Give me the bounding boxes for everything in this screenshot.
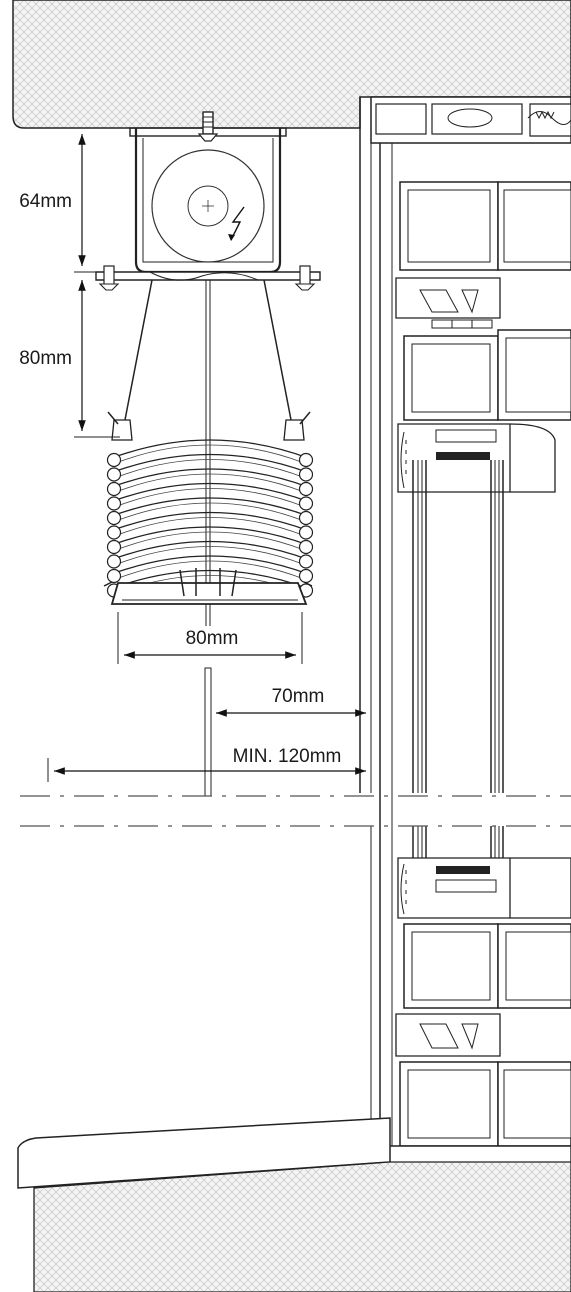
- slat: [111, 511, 309, 532]
- slat-cord-loop: [298, 510, 314, 526]
- slat-cord-loop: [106, 481, 122, 497]
- slat: [111, 569, 309, 590]
- slat: [111, 453, 309, 474]
- stacked-slats: [106, 439, 314, 598]
- slat-cord-loop: [298, 452, 314, 468]
- slat-cord-loop: [298, 467, 314, 482]
- floor-wall-below: [33, 1161, 571, 1292]
- minimum-depth-label: MIN. 120mm: [233, 746, 342, 767]
- motor-bolt-icon: [228, 206, 245, 241]
- center-cord: [204, 280, 212, 797]
- slat-cord-loop: [106, 452, 122, 468]
- blind-width-label: 80mm: [186, 628, 239, 649]
- window-frame-top: [370, 96, 571, 1162]
- slat-inner: [115, 488, 305, 507]
- slat: [111, 555, 309, 575]
- window-sill: [17, 1117, 391, 1189]
- wall-reveal: [359, 97, 372, 1162]
- distance-to-frame-label: 70mm: [272, 686, 325, 707]
- right-bottom-screw: [294, 265, 316, 291]
- cassette-height-label: 64mm: [19, 191, 72, 212]
- slat-cord-loop: [106, 510, 122, 526]
- bottom-rail: [103, 568, 313, 605]
- slat-inner: [115, 546, 305, 565]
- top-screw: [197, 111, 219, 142]
- cassette-headbox: [95, 111, 321, 291]
- dimension-cassette-height: 64mm: [19, 127, 132, 273]
- slat-inner: [115, 459, 305, 478]
- slat-inner: [115, 502, 305, 522]
- slat: [111, 482, 309, 503]
- slat: [111, 497, 309, 517]
- dimension-blind-width: 80mm: [117, 612, 303, 664]
- slat-cord-loop: [298, 568, 314, 584]
- roller-tube: [151, 149, 265, 263]
- glass-pane: [412, 460, 504, 866]
- slat: [111, 540, 309, 561]
- slat-inner: [115, 444, 305, 464]
- guide-wires: [107, 279, 311, 441]
- slat: [111, 468, 309, 488]
- slat-cord-loop: [106, 554, 122, 569]
- slat-cord-loop: [298, 496, 314, 511]
- left-bottom-screw: [98, 265, 120, 291]
- slat-inner: [115, 560, 305, 580]
- slat-cord-loop: [106, 496, 122, 511]
- slat-cord-loop: [106, 568, 122, 584]
- break-lines: [20, 795, 571, 827]
- slat-cord-loop: [106, 467, 122, 482]
- dimension-hanger-length: 80mm: [19, 280, 120, 438]
- dimension-distance-to-frame: 70mm: [216, 686, 372, 728]
- slat-cord-loop: [298, 554, 314, 569]
- slat-cord-loop: [106, 539, 122, 555]
- slat-cord-loop: [298, 525, 314, 540]
- hanger-length-label: 80mm: [19, 348, 72, 369]
- slat-cord-loop: [298, 481, 314, 497]
- slat-cord-loop: [298, 539, 314, 555]
- window-frame-bottom: [379, 857, 571, 1165]
- slat: [111, 439, 309, 459]
- slat-inner: [115, 473, 305, 493]
- slat-inner: [115, 517, 305, 536]
- slat-inner: [115, 531, 305, 551]
- slat-cord-loop: [106, 525, 122, 540]
- dimension-minimum-depth: MIN. 120mm: [47, 746, 372, 782]
- slat: [111, 526, 309, 546]
